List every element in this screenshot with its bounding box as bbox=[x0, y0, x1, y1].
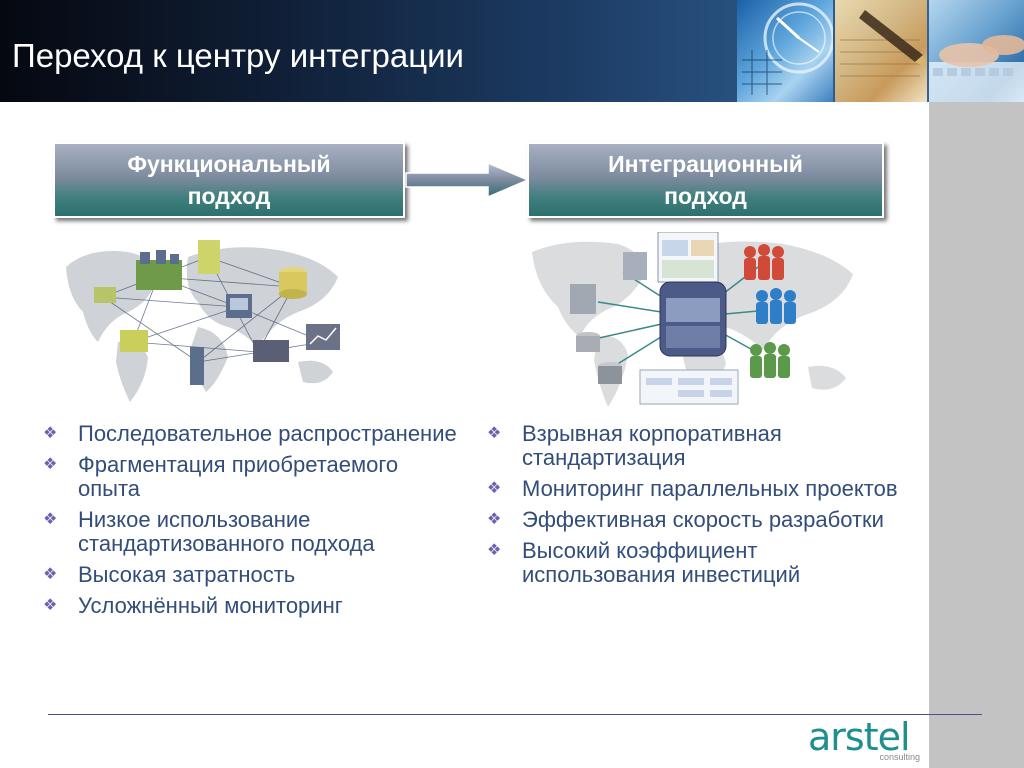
transition-arrow-icon bbox=[405, 161, 530, 199]
functional-approach-heading: Функциональный подход bbox=[127, 151, 331, 209]
diamond-bullet-icon: ❖ bbox=[43, 456, 58, 473]
list-item: ❖Высокий коэффициент использования инвес… bbox=[484, 539, 914, 587]
company-logo: arstel consulting bbox=[808, 716, 926, 762]
diamond-bullet-icon: ❖ bbox=[43, 597, 58, 614]
list-item: ❖Последовательное распространение bbox=[40, 422, 460, 446]
list-item: ❖Низкое использование стандартизованного… bbox=[40, 508, 460, 556]
integration-hub-map bbox=[532, 232, 853, 407]
integration-approach-heading: Интеграционный подход bbox=[608, 151, 803, 209]
diamond-bullet-icon: ❖ bbox=[43, 425, 58, 442]
diamond-bullet-icon: ❖ bbox=[43, 566, 58, 583]
keyboard-hands-photo bbox=[929, 0, 1024, 102]
page-title: Переход к центру интеграции bbox=[12, 37, 464, 74]
list-item: ❖Усложнённый мониторинг bbox=[40, 594, 460, 618]
logo-brand: arstel bbox=[808, 715, 911, 759]
diamond-bullet-icon: ❖ bbox=[487, 425, 502, 442]
integration-approach-box: Интеграционный подход bbox=[527, 142, 884, 218]
diamond-bullet-icon: ❖ bbox=[487, 542, 502, 559]
header-banner: Переход к центру интеграции bbox=[0, 0, 1024, 102]
pen-paper-photo bbox=[835, 0, 927, 102]
list-item: ❖Эффективная скорость разработки bbox=[484, 508, 914, 532]
list-item: ❖Фрагментация приобретаемого опыта bbox=[40, 453, 460, 501]
logo-subtitle: consulting bbox=[879, 752, 920, 762]
functional-bullet-list: ❖Последовательное распространение ❖Фрагм… bbox=[40, 422, 460, 625]
list-item: ❖Высокая затратность bbox=[40, 563, 460, 587]
footer-divider bbox=[48, 714, 982, 715]
diamond-bullet-icon: ❖ bbox=[487, 480, 502, 497]
diamond-bullet-icon: ❖ bbox=[43, 511, 58, 528]
functional-approach-box: Функциональный подход bbox=[53, 142, 405, 218]
list-item: ❖Взрывная корпоративная стандартизация bbox=[484, 422, 914, 470]
integration-bullet-list: ❖Взрывная корпоративная стандартизация ❖… bbox=[484, 422, 914, 594]
clock-photo bbox=[737, 0, 833, 102]
diamond-bullet-icon: ❖ bbox=[487, 511, 502, 528]
functional-network-map bbox=[66, 240, 340, 402]
list-item: ❖Мониторинг параллельных проектов bbox=[484, 477, 914, 501]
right-side-strip bbox=[929, 102, 1024, 768]
